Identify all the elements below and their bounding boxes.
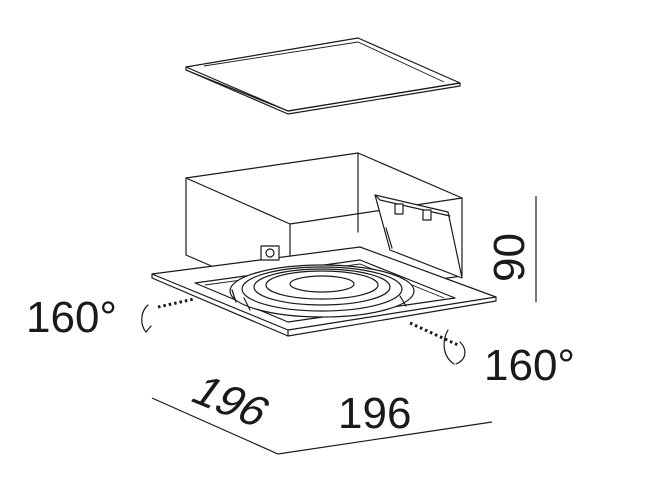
tilt-arrow-left bbox=[141, 297, 195, 333]
width-label-left: 196 bbox=[182, 368, 279, 436]
tilt-arrow-right bbox=[409, 321, 466, 365]
width-dimension-lines bbox=[151, 397, 493, 455]
width-label-right: 196 bbox=[338, 389, 411, 438]
side-clip bbox=[374, 194, 463, 279]
cover-plate bbox=[185, 37, 461, 115]
height-label: 90 bbox=[485, 233, 534, 282]
screw bbox=[260, 245, 280, 261]
tilt-label-left: 160° bbox=[26, 293, 117, 342]
tilt-label-right: 160° bbox=[484, 341, 575, 390]
gimbal-lamp bbox=[229, 264, 415, 318]
